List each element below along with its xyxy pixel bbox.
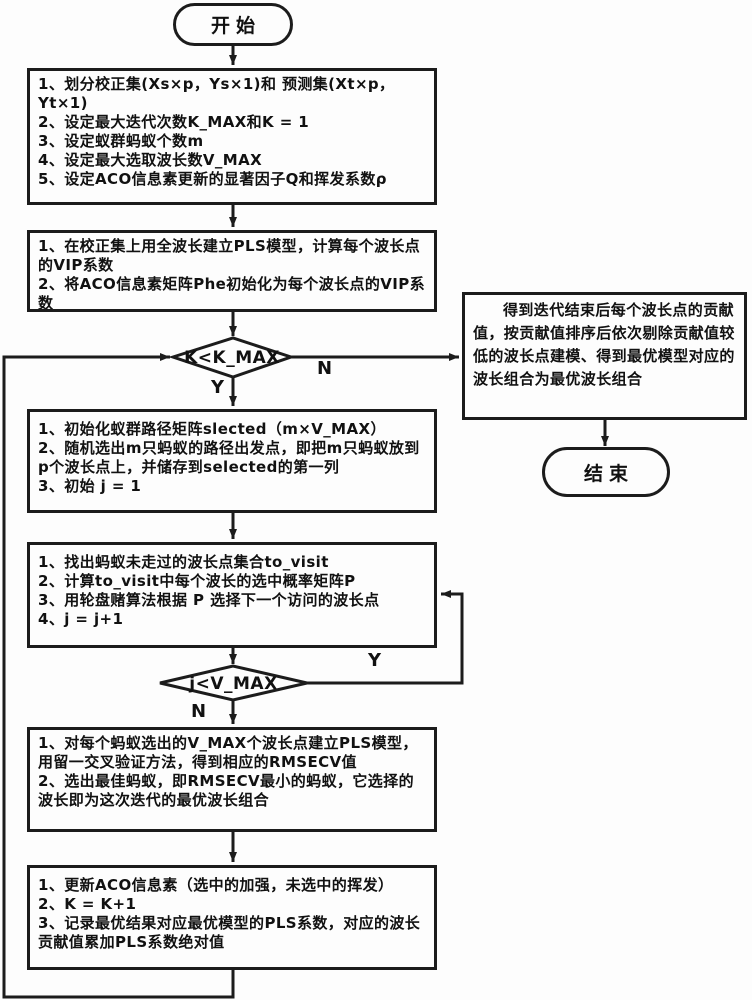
- start-label: 开始: [210, 15, 261, 37]
- result-box-final-selection: 得到迭代结束后每个波长点的贡献值，按贡献值排序后依次剔除贡献值较低的波长点建模、…: [462, 292, 747, 420]
- process-box-build-pls: 1、对每个蚂蚁选出的V_MAX个波长点建立PLS模型，用留一交叉验证方法，得到相…: [27, 727, 437, 832]
- branch-label-j-vmax-yes: Y: [368, 650, 382, 671]
- branch-label-j-vmax-no: N: [191, 701, 207, 722]
- decision-k-max-label: K<K_MAX: [184, 348, 280, 368]
- branch-label-k-max-yes: Y: [211, 377, 225, 398]
- process-box-init-ants: 1、初始化蚁群路径矩阵slected（m×V_MAX） 2、随机选出m只蚂蚁的路…: [27, 409, 437, 513]
- decision-j-vmax-label: j<V_MAX: [189, 674, 278, 694]
- process-box-pls-vip: 1、在校正集上用全波长建立PLS模型，计算每个波长点的VIP系数 2、将ACO信…: [27, 230, 437, 312]
- process-box-init-params: 1、划分校正集(Xs×p，Ys×1)和 预测集(Xt×p，Yt×1) 2、设定最…: [27, 68, 437, 205]
- end-label: 结束: [583, 462, 634, 485]
- decision-k-max-shape: [168, 336, 296, 379]
- process-box-update-pheromone: 1、更新ACO信息素（选中的加强，未选中的挥发） 2、K = K+1 3、记录最…: [27, 865, 437, 970]
- branch-label-k-max-no: N: [317, 358, 333, 379]
- process-box-next-wavelength: 1、找出蚂蚁未走过的波长点集合to_visit 2、计算to_visit中每个波…: [27, 542, 437, 648]
- end-terminator: 结束: [542, 447, 670, 497]
- decision-j-vmax-shape: [159, 664, 308, 702]
- start-terminator: 开始: [173, 3, 293, 46]
